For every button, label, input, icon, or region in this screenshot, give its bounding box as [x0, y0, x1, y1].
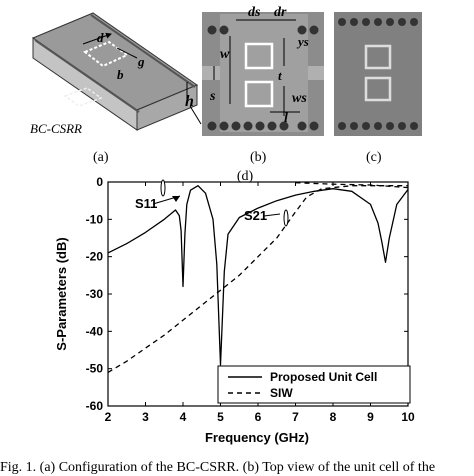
x-tick-label: 6 — [255, 410, 262, 424]
y-tick-label: -40 — [86, 324, 104, 338]
annotation-s21: S21 — [244, 208, 289, 227]
chart-legend: Proposed Unit Cell SIW — [217, 365, 411, 404]
x-tick-label: 5 — [217, 410, 224, 424]
s-parameters-chart: 2 3 4 5 6 7 8 9 10 0 -10 -20 -30 -40 -50 -60 (d) Freque… — [54, 170, 415, 445]
unit-cell-top-view-dimensioned: ds dr w ys s t ws l — [202, 5, 324, 136]
x-tick-label: 8 — [330, 410, 337, 424]
dim-b-label: b — [117, 67, 124, 82]
legend-item-siw: SIW — [270, 386, 293, 400]
panel-a-label: BC-CSRR — [30, 121, 82, 136]
legend-item-proposed: Proposed Unit Cell — [270, 370, 377, 384]
x-tick-label: 3 — [142, 410, 149, 424]
subcaption-b: (b) — [250, 150, 267, 165]
y-tick-label: -60 — [86, 399, 104, 413]
chart-subcaption-d: (d) — [237, 170, 254, 184]
dim-ds-label: ds — [248, 5, 261, 20]
dim-w-label: w — [220, 47, 230, 62]
x-axis-label: Frequency (GHz) — [205, 430, 309, 445]
dim-ws-label: ws — [292, 91, 307, 106]
series-line-2 — [295, 182, 409, 189]
y-axis-label: S-Parameters (dB) — [54, 237, 69, 350]
x-tick-label: 7 — [292, 410, 299, 424]
dim-t-label: t — [278, 68, 282, 83]
y-tick-label: -20 — [86, 250, 104, 264]
dim-g-label: g — [137, 54, 145, 69]
subcaption-c: (c) — [366, 150, 382, 165]
figure-caption: Fig. 1. (a) Configuration of the BC-CSRR… — [0, 460, 436, 475]
annotation-s11-label: S11 — [135, 196, 157, 211]
dim-d-label: d — [97, 30, 104, 45]
subcaption-a: (a) — [93, 150, 109, 165]
unit-cell-bottom-view — [334, 12, 422, 136]
annotation-s21-label: S21 — [244, 208, 267, 223]
annotation-s11: S11 — [135, 179, 181, 211]
x-tick-label: 9 — [367, 410, 374, 424]
y-tick-label: -10 — [86, 212, 104, 226]
series-line-1 — [107, 185, 408, 373]
dim-ys-label: ys — [296, 34, 309, 49]
series-line-0 — [107, 185, 409, 366]
y-tick-label: 0 — [96, 175, 103, 189]
x-tick-label: 4 — [180, 410, 187, 424]
chart-axes: 2 3 4 5 6 7 8 9 10 0 -10 -20 -30 -40 -50 -60 — [86, 175, 415, 424]
y-tick-label: -50 — [86, 362, 104, 376]
bc-csrr-3d-diagram: d g b h — [31, 12, 202, 131]
chart-series — [107, 182, 409, 373]
x-tick-label: 10 — [401, 410, 415, 424]
dim-s-label: s — [209, 89, 216, 104]
dim-h-label: h — [185, 93, 194, 110]
dim-l-label: l — [284, 111, 288, 126]
dim-dr-label: dr — [274, 5, 287, 20]
x-tick-label: 2 — [105, 410, 112, 424]
y-tick-label: -30 — [86, 287, 104, 301]
